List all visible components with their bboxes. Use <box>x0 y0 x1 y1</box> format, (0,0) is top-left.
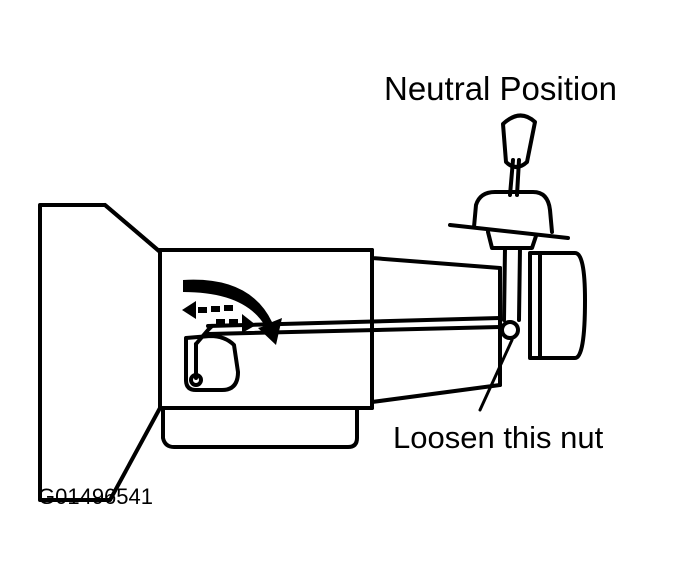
neutral-position-label: Neutral Position <box>384 70 617 107</box>
selector-pivot <box>189 373 203 387</box>
selector-arm <box>194 324 214 346</box>
shift-knob <box>501 113 537 169</box>
adjust-nut <box>500 320 520 340</box>
figure-id-label: G01496541 <box>38 484 153 509</box>
rear-flange <box>528 251 587 360</box>
floor-line <box>448 223 570 240</box>
oil-pan <box>161 406 359 449</box>
control-rod-bottom <box>206 325 502 336</box>
bell-housing-section <box>103 203 162 410</box>
direction-arrow-left <box>182 301 233 319</box>
direction-arrow-right <box>216 314 256 333</box>
shifter-housing <box>472 190 554 234</box>
loosen-nut-label: Loosen this nut <box>393 420 604 455</box>
movement-arc-arrow <box>183 279 282 345</box>
transmission-case <box>38 203 502 502</box>
vertical-link-right <box>517 246 522 322</box>
nut-leader-line <box>478 338 514 412</box>
vertical-link-left <box>502 246 507 322</box>
control-rod-top <box>206 316 502 328</box>
selector-lever <box>184 334 240 392</box>
shifter-boot <box>486 230 538 250</box>
